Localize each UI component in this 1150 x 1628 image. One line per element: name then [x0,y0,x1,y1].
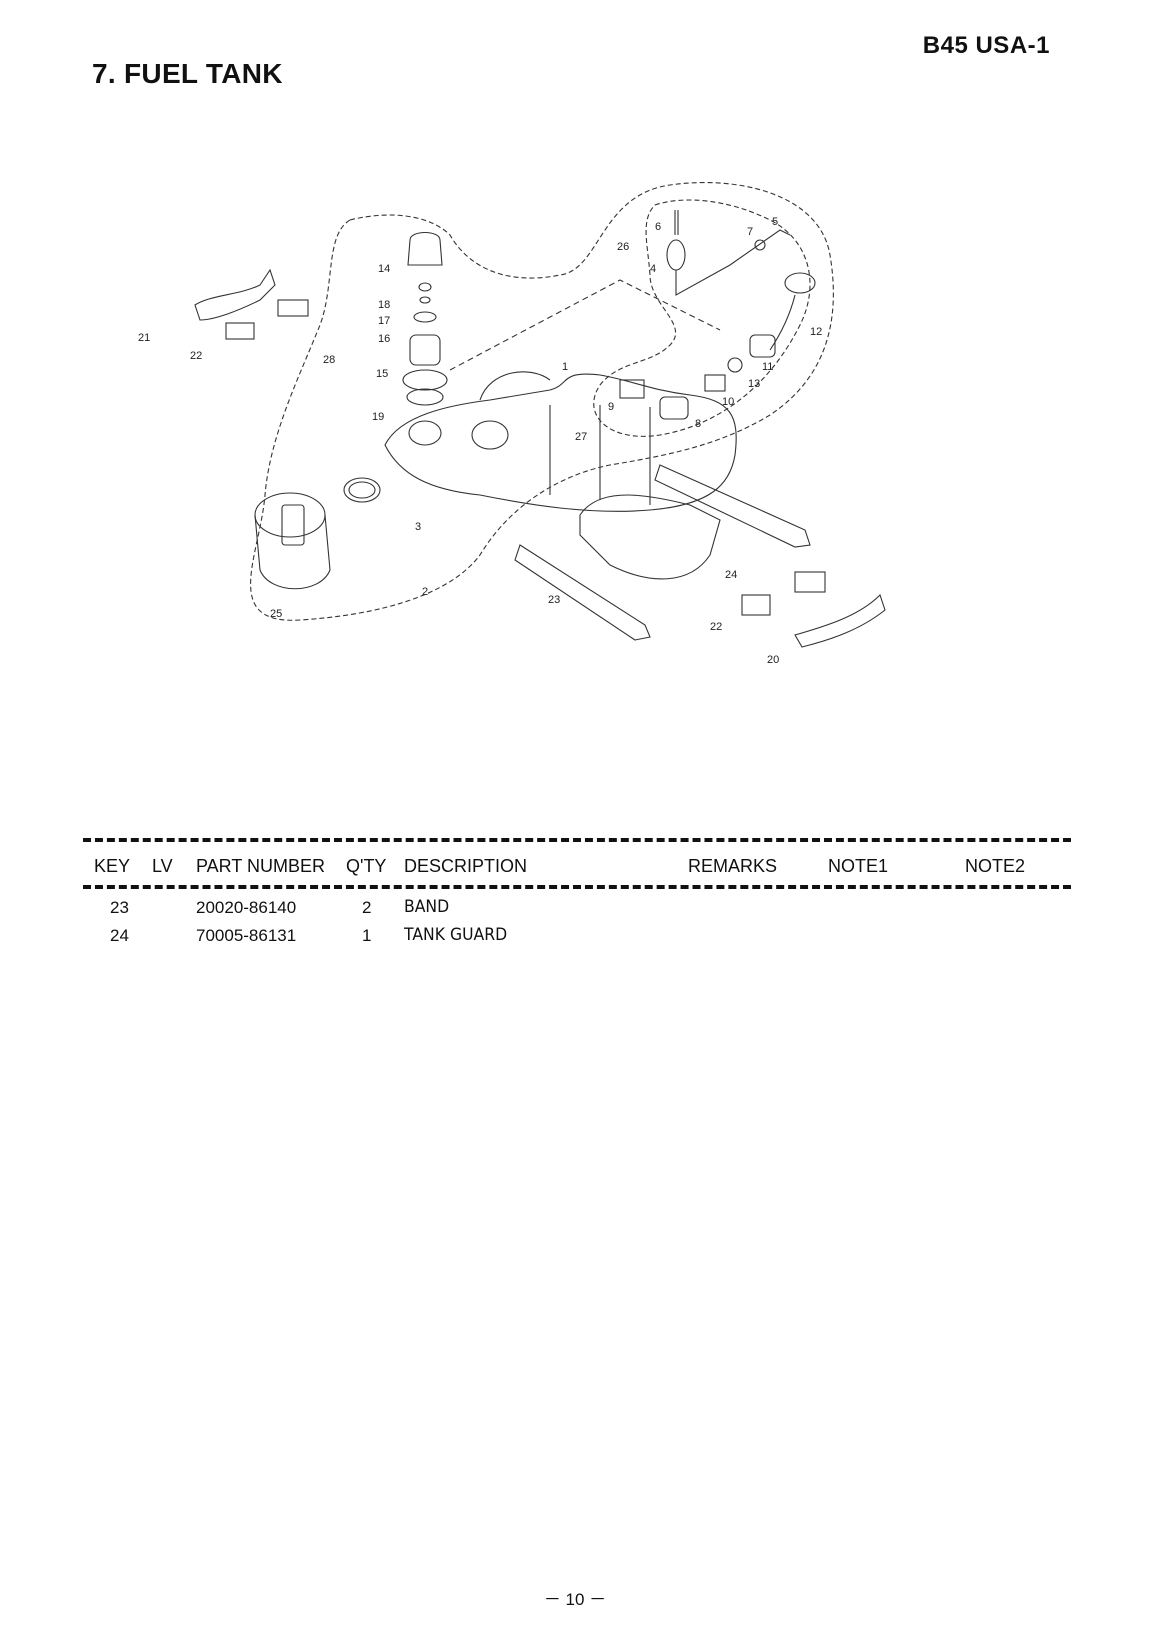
svg-text:22: 22 [710,621,722,633]
page-number: － 10 － [543,1590,607,1609]
table-top-rule [83,838,1071,842]
tank-cap-drawing [254,492,331,590]
row-description: BAND [404,897,450,917]
col-remarks: REMARKS [688,856,778,876]
svg-text:15: 15 [376,368,388,380]
col-note2: NOTE2 [965,856,1026,876]
svg-text:23: 23 [548,594,560,606]
svg-text:2: 2 [422,586,428,598]
svg-text:26: 26 [617,241,629,253]
row-key: 23 [110,898,129,917]
svg-text:1: 1 [562,361,568,373]
row-key: 24 [110,926,129,945]
fuel-tank-exploded-diagram: 1 2 3 4 5 6 7 8 9 10 11 12 13 14 15 16 1… [138,182,886,666]
svg-text:14: 14 [378,263,390,275]
svg-text:16: 16 [378,333,390,345]
row-description: TANK GUARD [404,925,508,945]
table-header-rule [83,885,1071,889]
svg-text:6: 6 [655,221,661,233]
svg-text:24: 24 [725,569,737,581]
fuel-tank-drawing [384,371,737,512]
filler-parts-drawing [402,231,448,406]
svg-text:3: 3 [415,521,421,533]
col-note1: NOTE1 [828,856,889,876]
svg-text:13: 13 [748,378,760,390]
col-qty: Q'TY [346,856,387,876]
svg-text:11: 11 [762,361,773,373]
row-part-number: 70005-86131 [196,926,297,945]
svg-text:27: 27 [575,431,587,443]
svg-text:19: 19 [372,411,384,423]
svg-text:4: 4 [650,263,656,275]
svg-text:8: 8 [695,418,701,430]
row-qty: 1 [362,926,372,945]
svg-text:21: 21 [138,332,150,344]
svg-text:25: 25 [270,608,282,620]
svg-text:22: 22 [190,350,202,362]
svg-text:10: 10 [722,396,734,408]
svg-text:7: 7 [747,226,753,238]
svg-text:9: 9 [608,401,614,413]
svg-text:5: 5 [772,216,778,228]
col-key: KEY [94,856,131,876]
section-title: 7. FUEL TANK [92,58,283,89]
col-part-number: PART NUMBER [196,856,326,876]
col-lv: LV [152,856,173,876]
svg-text:20: 20 [767,654,779,666]
row-part-number: 20020-86140 [196,898,297,917]
svg-text:12: 12 [810,326,822,338]
svg-text:18: 18 [378,299,390,311]
svg-text:17: 17 [378,315,390,327]
col-description: DESCRIPTION [404,856,528,876]
row-qty: 2 [362,898,372,917]
svg-text:28: 28 [323,354,335,366]
diagram-labels: 1 2 3 4 5 6 7 8 9 10 11 12 13 14 15 16 1… [138,216,822,666]
model-code: B45 USA-1 [922,32,1050,59]
